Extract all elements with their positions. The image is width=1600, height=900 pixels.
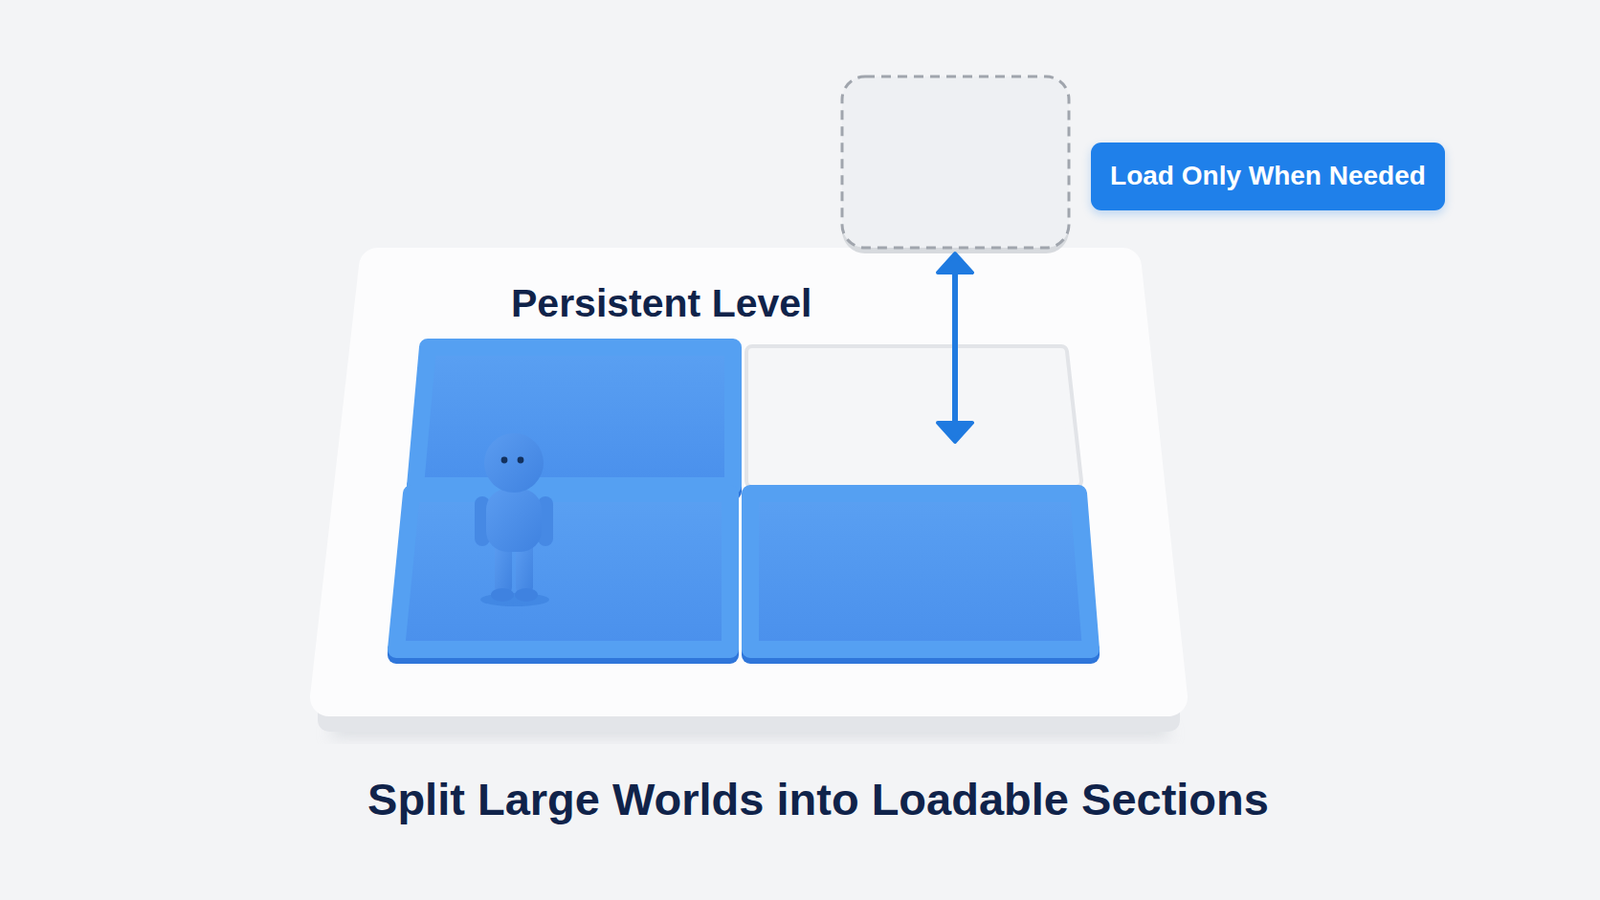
caption-wrap: Split Large Worlds into Loadable Section… — [38, 773, 1599, 827]
level-tile — [750, 493, 1091, 650]
load-arrow — [937, 253, 973, 443]
caption: Split Large Worlds into Loadable Section… — [367, 773, 1269, 827]
level-tile — [396, 493, 731, 650]
empty-slot — [752, 352, 1076, 482]
unloaded-section — [842, 76, 1069, 254]
platform-top — [329, 266, 1169, 698]
player-figure — [474, 433, 554, 607]
platform-heading: Persistent Level — [511, 280, 813, 328]
empty-slot-inner — [752, 352, 1076, 482]
persistent-level-platform: Persistent Level — [329, 266, 1169, 723]
callout-pill: Load Only When Needed — [1090, 142, 1445, 211]
level-tile — [415, 347, 734, 487]
callout-text: Load Only When Needed — [1110, 160, 1426, 192]
